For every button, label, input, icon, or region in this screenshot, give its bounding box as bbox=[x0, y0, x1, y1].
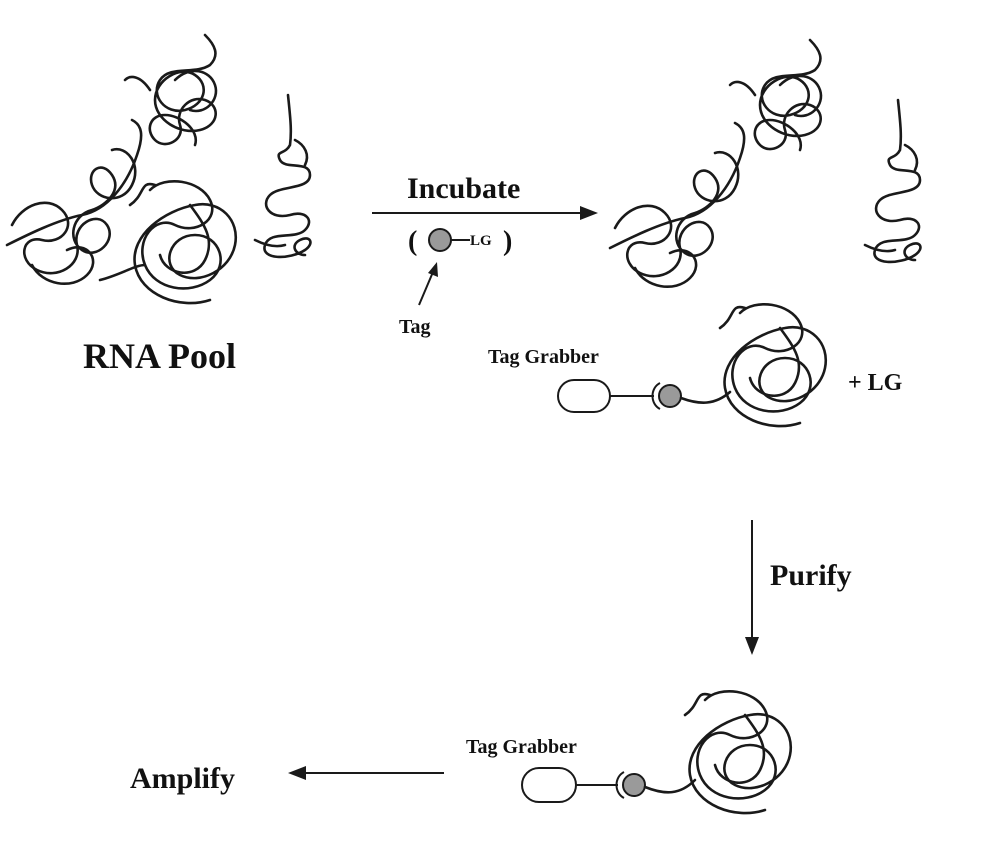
tag-bead bbox=[428, 228, 452, 252]
tag-grabber-label-top: Tag Grabber bbox=[488, 346, 599, 368]
tag-grabber-label-bottom: Tag Grabber bbox=[466, 736, 577, 758]
bound-rna-top bbox=[718, 303, 828, 428]
rna-pool-group bbox=[5, 33, 312, 305]
lg-small-label: LG bbox=[470, 233, 492, 249]
incubate-label: Incubate bbox=[407, 172, 520, 205]
purify-label: Purify bbox=[770, 559, 852, 592]
tag-bead-bound-bottom bbox=[622, 773, 646, 797]
incubated-strand-1 bbox=[608, 121, 746, 288]
plus-lg-label: + LG bbox=[848, 370, 903, 396]
grabber-clasp-bottom bbox=[615, 771, 625, 799]
rna-strand-4 bbox=[253, 93, 312, 259]
tag-pointer-arrow bbox=[418, 262, 438, 306]
tag-grabber-complex-bottom bbox=[521, 690, 793, 815]
incubated-strand-2 bbox=[728, 38, 823, 152]
rna-strand-3 bbox=[98, 180, 238, 305]
tag-grabber-top bbox=[557, 379, 611, 413]
rna-strand-2 bbox=[123, 33, 218, 147]
purify-arrow bbox=[745, 520, 759, 655]
paren-close: ) bbox=[503, 226, 512, 257]
incubate-arrow bbox=[372, 206, 598, 220]
tag-label: Tag bbox=[399, 316, 431, 338]
paren-open: ( bbox=[408, 226, 417, 257]
grabber-clasp-top bbox=[651, 382, 661, 410]
rna-strand-1 bbox=[5, 118, 143, 285]
tag-bead-bound-top bbox=[658, 384, 682, 408]
incubated-strand-3 bbox=[863, 98, 922, 264]
amplify-arrow bbox=[288, 766, 444, 780]
rna-pool-label: RNA Pool bbox=[83, 336, 236, 376]
tag-grabber-complex-top bbox=[557, 303, 828, 428]
incubated-rna-group bbox=[608, 38, 922, 288]
bound-rna-bottom bbox=[683, 690, 793, 815]
tagged-ligand: ( LG ) bbox=[408, 226, 512, 257]
amplify-label: Amplify bbox=[130, 762, 235, 795]
tag-grabber-bottom bbox=[521, 767, 577, 803]
